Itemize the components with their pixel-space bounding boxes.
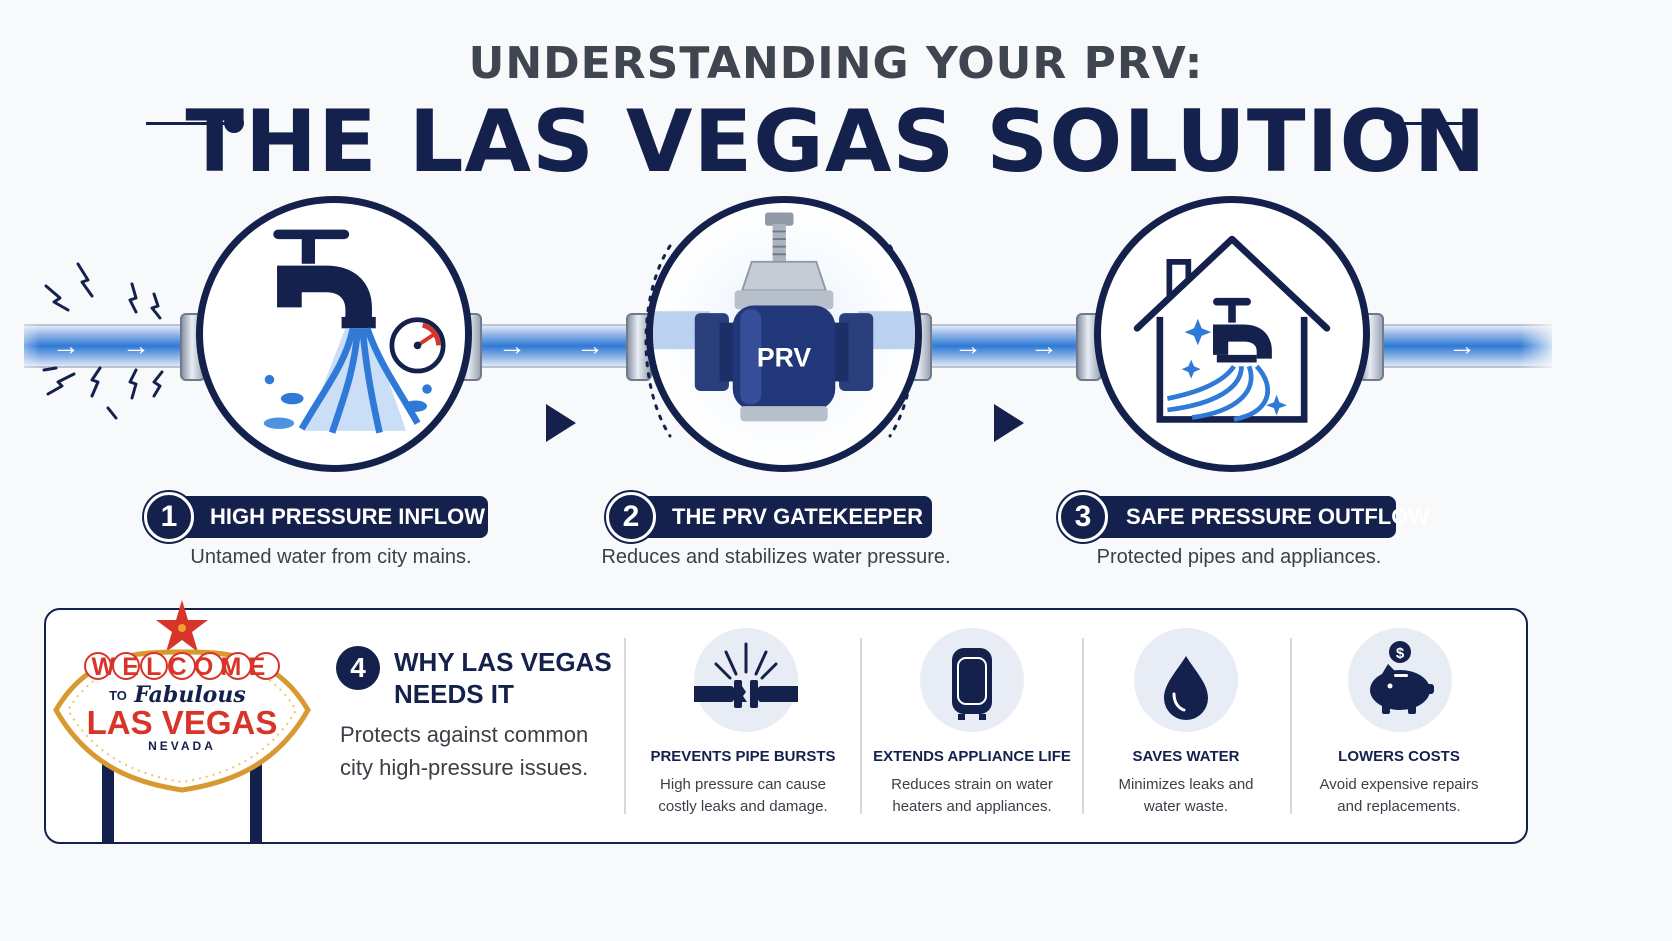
sign-fabulous-text: Fabulous	[133, 682, 245, 708]
benefit-3-icon-bg	[1134, 628, 1238, 732]
benefit-1-icon-bg	[694, 628, 798, 732]
benefit-1-desc-line-1: High pressure can cause	[660, 776, 826, 793]
step-3-description: Protected pipes and appliances.	[1096, 546, 1382, 568]
step-connector-arrow-2	[994, 404, 1024, 442]
benefit-3-desc-line-2: water waste.	[1143, 798, 1229, 815]
panel-divider-4	[1290, 638, 1292, 814]
prv-valve-label: PRV	[757, 342, 811, 372]
flow-arrow-7: →	[1448, 330, 1476, 361]
benefit-2-desc-line-1: Reduces strain on water	[891, 776, 1053, 793]
why-number: 4	[336, 646, 380, 690]
faucet-high-pressure-icon	[263, 229, 446, 434]
water-heater-icon	[952, 648, 992, 720]
step-1-title: HIGH PRESSURE INFLOW	[166, 496, 488, 538]
benefit-2-desc-line-2: heaters and appliances.	[892, 798, 1052, 815]
benefit-4-desc-line-1: Avoid expensive repairs	[1319, 776, 1479, 793]
step-connector-arrow-1	[546, 404, 576, 442]
panel-divider-2	[860, 638, 862, 814]
step-1-description: Untamed water from city mains.	[190, 546, 472, 568]
benefit-3-title: SAVES WATER	[1132, 748, 1240, 765]
step-2-number: 2	[606, 492, 656, 542]
sign-state-text: NEVADA	[148, 739, 216, 753]
prv-valve-icon: PRV	[653, 212, 915, 422]
step-1-number: 1	[144, 492, 194, 542]
benefit-2-title: EXTENDS APPLIANCE LIFE	[873, 748, 1071, 765]
benefit-1-title: PREVENTS PIPE BURSTS	[650, 748, 836, 765]
why-title-line-1: WHY LAS VEGAS	[394, 647, 612, 677]
step-3-number: 3	[1058, 492, 1108, 542]
pipe-segment-middle-2	[908, 324, 1098, 368]
flow-arrow-2: →	[122, 330, 150, 361]
why-title-line-2: NEEDS IT	[394, 679, 514, 709]
las-vegas-sign: WELCOME TO Fabulous LAS VEGAS NEVADA	[46, 594, 318, 846]
pipe-segment-inflow	[24, 324, 204, 368]
title-deco-dot-right	[1384, 113, 1404, 133]
pipe-fade-right	[1520, 320, 1560, 372]
page-title: THE LAS VEGAS SOLUTION	[185, 92, 1487, 192]
benefit-4-title: LOWERS COSTS	[1338, 748, 1460, 765]
piggy-bank-icon: $	[1370, 641, 1434, 714]
step-3-illustration	[1094, 196, 1370, 472]
step-1-illustration	[196, 196, 472, 472]
page-subtitle: UNDERSTANDING YOUR PRV:	[468, 38, 1204, 89]
benefit-4-icon-bg: $	[1348, 628, 1452, 732]
title-deco-line-right	[1400, 122, 1468, 125]
title-deco-dot-left	[224, 113, 244, 133]
sign-welcome-text: WELCOME	[92, 653, 273, 681]
las-vegas-sign-icon: WELCOME TO Fabulous LAS VEGAS NEVADA	[53, 600, 311, 844]
step-2-illustration: PRV	[646, 196, 922, 472]
pipe-segment-middle-1	[466, 324, 646, 368]
flow-arrow-3: →	[498, 330, 526, 361]
burst-pipe-icon	[694, 642, 798, 708]
benefit-4-desc-line-2: and replacements.	[1337, 798, 1461, 815]
sign-city-text: LAS VEGAS	[87, 704, 278, 741]
coin-symbol: $	[1396, 645, 1405, 662]
pipe-fade-left	[0, 320, 40, 372]
title-deco-line-left	[146, 122, 234, 125]
step-3-title: SAFE PRESSURE OUTFLOW	[1082, 496, 1429, 538]
flow-arrow-4: →	[576, 330, 604, 361]
flow-arrow-1: →	[52, 330, 80, 361]
flow-arrow-5: →	[954, 330, 982, 361]
panel-divider-3	[1082, 638, 1084, 814]
flow-arrow-6: →	[1030, 330, 1058, 361]
pressure-spark-icon	[42, 262, 164, 420]
benefit-1-desc-line-2: costly leaks and damage.	[658, 798, 828, 815]
benefit-3-desc-line-1: Minimizes leaks and	[1118, 776, 1254, 793]
water-drop-icon	[1164, 656, 1208, 720]
step-2-title: THE PRV GATEKEEPER	[628, 496, 932, 538]
panel-divider-1	[624, 638, 626, 814]
house-faucet-icon	[1133, 235, 1331, 423]
step-2-description: Reduces and stabilizes water pressure.	[601, 546, 951, 568]
why-description-line-1: Protects against common	[340, 722, 589, 747]
sign-to-text: TO	[109, 688, 127, 703]
benefit-2-icon-bg	[920, 628, 1024, 732]
why-description-line-2: city high-pressure issues.	[340, 755, 589, 780]
